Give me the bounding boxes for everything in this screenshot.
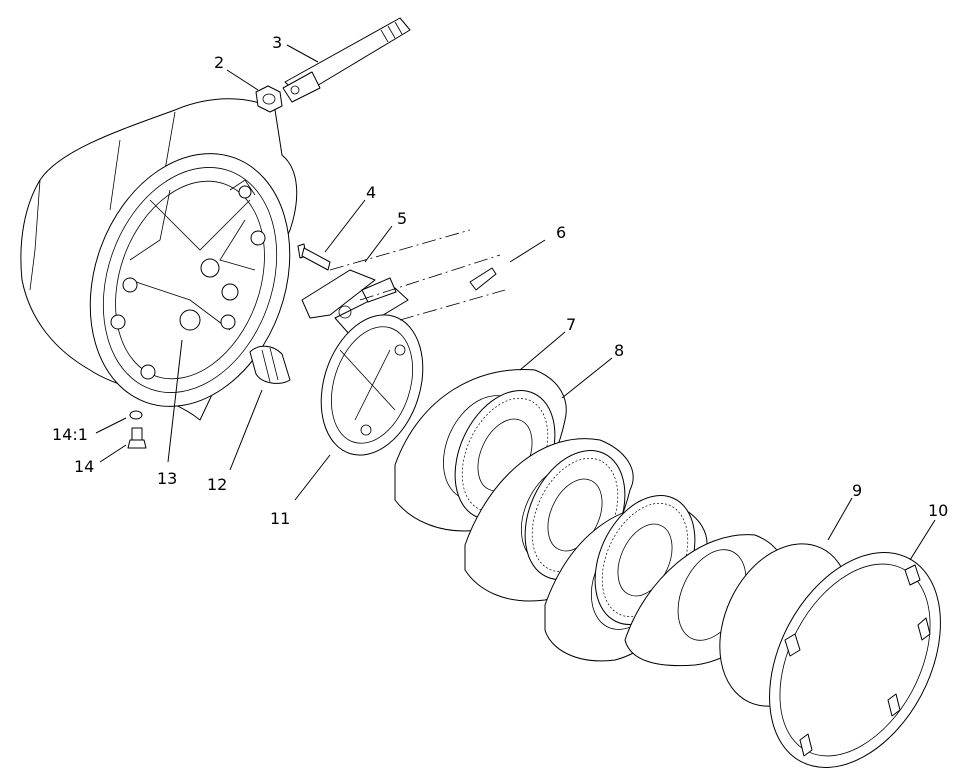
callout-7: 7	[566, 315, 576, 334]
item-3-rod	[282, 17, 411, 103]
assembly-guide-lines	[329, 229, 506, 321]
callout-6: 6	[556, 223, 566, 242]
callout-8: 8	[614, 341, 624, 360]
leader-lines	[95, 44, 936, 561]
callout-11: 11	[270, 509, 290, 528]
callout-4: 4	[366, 183, 376, 202]
callout-14: 14	[74, 457, 94, 476]
item-6-pin	[469, 267, 497, 291]
item-10-cover-plate	[769, 552, 941, 768]
callout-5: 5	[397, 209, 407, 228]
item-11-actuator-ring	[320, 314, 424, 456]
brake-housing	[20, 98, 298, 421]
callout-12: 12	[207, 475, 227, 494]
item-5-lever	[301, 269, 409, 336]
callout-10: 10	[928, 501, 948, 520]
item-2-nut	[255, 85, 283, 113]
callout-2: 2	[214, 53, 224, 72]
callout-labels: 2 3 4 5 6 7 8 9 10 11 12 13 14 14:1	[52, 33, 948, 528]
item-14-fitting	[127, 410, 147, 449]
item-4-bolt	[297, 243, 331, 271]
item-12-spring	[249, 345, 291, 384]
callout-13: 13	[157, 469, 177, 488]
callout-3: 3	[272, 33, 282, 52]
callout-14-1: 14:1	[52, 425, 88, 444]
callout-9: 9	[852, 481, 862, 500]
